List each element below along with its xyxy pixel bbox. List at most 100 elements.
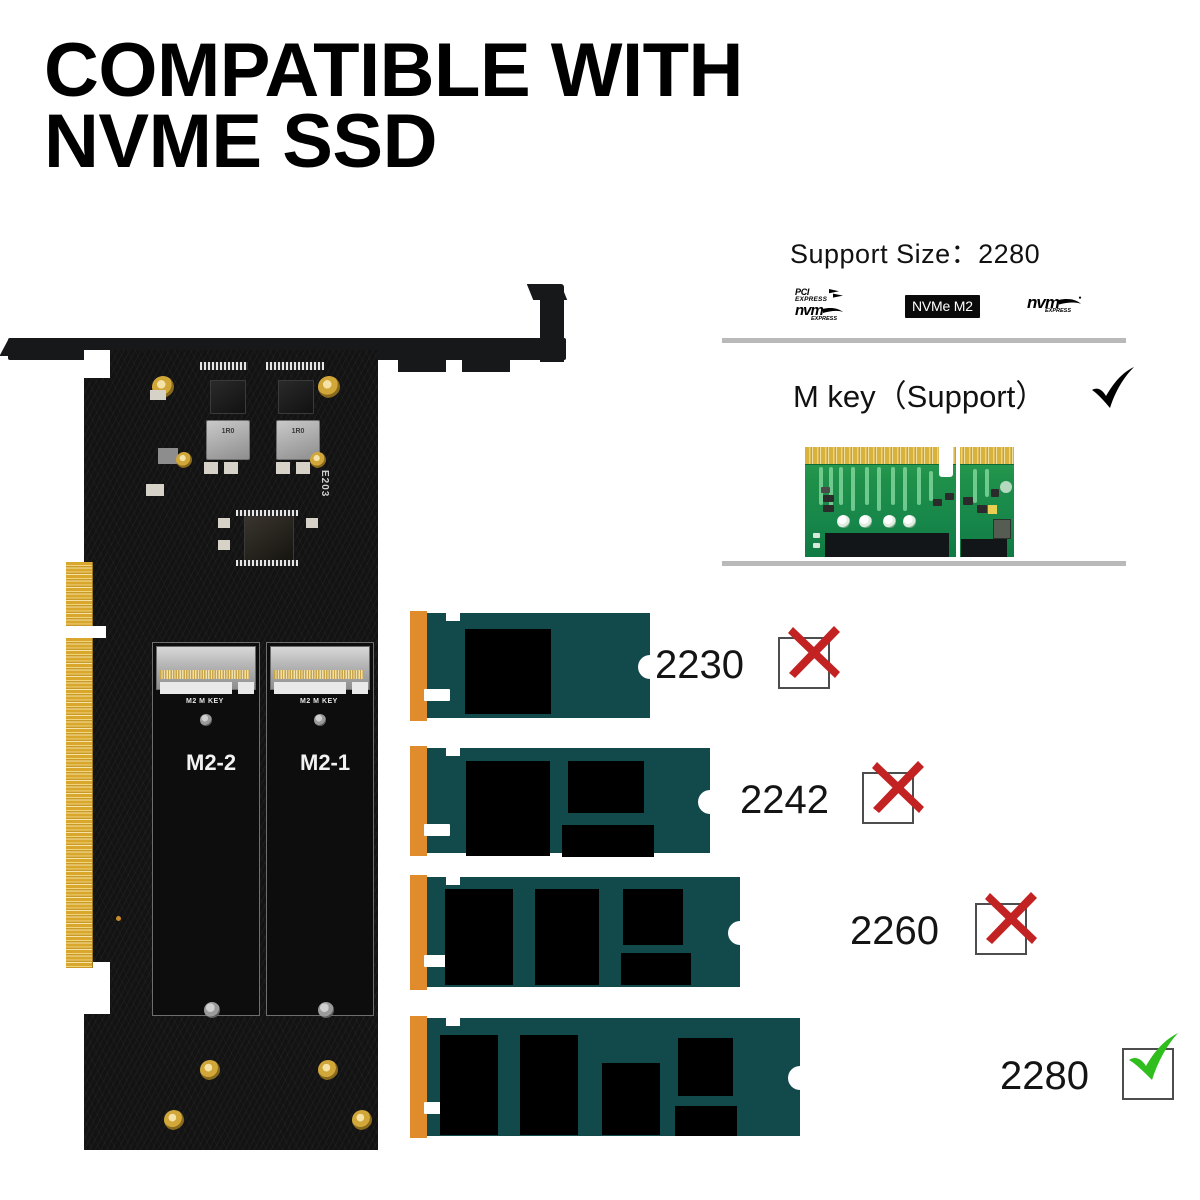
m-key-connector-photo bbox=[805, 447, 1014, 557]
pcb-trace-8 bbox=[903, 467, 907, 511]
red-x-icon bbox=[872, 761, 924, 813]
pcb-smd-6 bbox=[963, 497, 973, 505]
nvm-express-swoosh-icon bbox=[1058, 296, 1082, 305]
m-key-photo-gap bbox=[956, 447, 960, 557]
pcb-smd-7 bbox=[977, 505, 987, 513]
ssd-screw-notch-2260 bbox=[728, 921, 752, 945]
m-key-support-label: M key（Support） bbox=[793, 379, 1047, 414]
pcb-trace-10 bbox=[929, 471, 933, 501]
standoff-hole-bottom-far-left bbox=[164, 1110, 184, 1130]
pcie-gold-finger-short bbox=[66, 562, 93, 626]
smd-pin-array-b bbox=[266, 362, 324, 370]
via-hole-left bbox=[176, 452, 192, 468]
ssd-chip bbox=[675, 1106, 737, 1136]
smd-passive-d bbox=[296, 462, 310, 474]
ssd-gold-finger-2280 bbox=[410, 1016, 427, 1138]
standoff-hole-top-right bbox=[318, 376, 340, 398]
ssd-gold-finger-2230 bbox=[410, 611, 427, 721]
ssd-size-label-2260: 2260 bbox=[850, 909, 939, 953]
pci-bracket-top-hook bbox=[526, 284, 568, 300]
m2-slot-1-label: M2-1 bbox=[300, 750, 351, 775]
pcb-trace-6 bbox=[877, 467, 881, 511]
ssd-top-stub-2280 bbox=[446, 1018, 460, 1026]
pcb-yellow-cap bbox=[988, 505, 997, 514]
pcb-trace-1 bbox=[819, 467, 823, 505]
ssd-top-stub-2230 bbox=[446, 613, 460, 621]
nvm-express-wordmark: nvm bbox=[1027, 293, 1060, 312]
pcb-smd-5 bbox=[945, 493, 954, 500]
m2-connector-2-pins bbox=[160, 670, 250, 679]
ssd-chip bbox=[621, 953, 691, 985]
m2-connector-1-body bbox=[274, 682, 346, 694]
ssd-chip bbox=[602, 1063, 660, 1135]
nvme-wordmark: nvm bbox=[795, 302, 824, 319]
pcb-crystal bbox=[993, 519, 1011, 539]
controller-pins-top bbox=[236, 510, 298, 516]
pci-express-nvme-logo: PCI EXPRESS nvm EXPRESS bbox=[795, 288, 867, 322]
ssd-size-label-2280: 2280 bbox=[1000, 1054, 1089, 1098]
ssd-size-row-2280: 2280 bbox=[410, 1016, 1200, 1138]
smd-passive-b bbox=[224, 462, 238, 474]
green-check-icon bbox=[1129, 1033, 1178, 1080]
ssd-top-stub-2260 bbox=[446, 877, 460, 885]
pcb-round-pad bbox=[1000, 481, 1012, 493]
regulator-ic-2 bbox=[278, 380, 314, 414]
ssd-chip bbox=[520, 1035, 578, 1135]
ssd-chip bbox=[535, 889, 599, 985]
ssd-chip bbox=[678, 1038, 733, 1096]
nvme-express-sub: EXPRESS bbox=[811, 316, 837, 322]
ssd-screw-notch-2280 bbox=[788, 1066, 812, 1090]
pcb-pad-2 bbox=[859, 515, 872, 528]
pci-bracket-foot-c bbox=[462, 358, 510, 372]
ssd-gold-finger-2242 bbox=[410, 746, 427, 856]
pcb-pad-4 bbox=[903, 515, 916, 528]
m2-slot-1-outline bbox=[266, 642, 374, 1016]
inductor-2-text: 1R0 bbox=[291, 428, 305, 435]
ssd-board-2242 bbox=[410, 748, 710, 853]
pcb-trace-4 bbox=[851, 467, 855, 511]
m2-slot-2-screw-bottom bbox=[204, 1002, 220, 1018]
pcb-trace-12 bbox=[985, 469, 989, 497]
ssd-key-notch-2242 bbox=[424, 824, 450, 836]
smd-passive-h bbox=[306, 518, 318, 528]
smd-passive-g bbox=[218, 518, 230, 528]
ssd-size-row-2230: 2230 bbox=[410, 611, 1170, 723]
smd-resistor-pack bbox=[158, 448, 178, 464]
pci-bracket-foot-b bbox=[398, 358, 446, 372]
ssd-size-row-2242: 2242 bbox=[410, 746, 1170, 858]
ssd-chip bbox=[623, 889, 683, 945]
regulator-ic-1 bbox=[210, 380, 246, 414]
pcb-smd-4 bbox=[933, 499, 942, 506]
controller-ic bbox=[244, 514, 294, 564]
pcb-trace-5 bbox=[865, 467, 869, 505]
pcb-bottom-notch bbox=[84, 962, 110, 1014]
inductor-2: 1R0 bbox=[276, 420, 320, 460]
pci-express-logo-sub: EXPRESS bbox=[795, 296, 828, 303]
m-key-black-chip-right bbox=[961, 539, 1007, 557]
ssd-chip bbox=[466, 761, 550, 856]
pcb-pad-3 bbox=[883, 515, 896, 528]
smd-passive-e bbox=[150, 390, 166, 400]
red-x-icon bbox=[985, 892, 1037, 944]
pcb-pad-1 bbox=[837, 515, 850, 528]
smd-passive-i bbox=[218, 540, 230, 550]
via-hole-right bbox=[310, 452, 326, 468]
m2-slot-1-screw-top bbox=[314, 714, 326, 726]
ssd-gold-finger-2260 bbox=[410, 875, 427, 990]
ssd-chip bbox=[568, 761, 644, 813]
ssd-size-label-2242: 2242 bbox=[740, 778, 829, 822]
nvme-m2-badge: NVMe M2 bbox=[905, 295, 980, 318]
inductor-1-text: 1R0 bbox=[221, 428, 235, 435]
pcb-edge-pad-1 bbox=[813, 533, 820, 538]
led-indicator bbox=[116, 916, 121, 921]
m2-slot-1-screw-bottom bbox=[318, 1002, 334, 1018]
ssd-mark-box-2280 bbox=[1122, 1048, 1174, 1100]
m2-slot-1-key-silk: M2 M KEY bbox=[300, 698, 338, 705]
ssd-chip bbox=[562, 825, 654, 857]
nvme-swoosh-icon bbox=[822, 308, 843, 313]
page-title: COMPATIBLE WITH NVME SSD bbox=[44, 28, 743, 184]
support-size-label: Support Size：2280 bbox=[790, 239, 1041, 269]
divider-line-top bbox=[722, 338, 1126, 343]
pcb-trace-11 bbox=[973, 469, 977, 503]
